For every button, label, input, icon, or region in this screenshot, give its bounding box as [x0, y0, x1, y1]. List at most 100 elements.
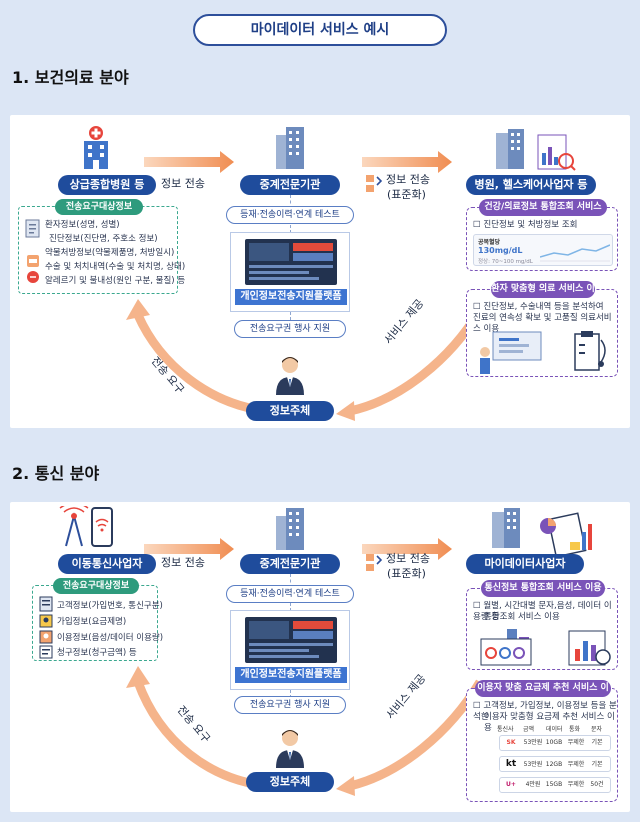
middle-label: 중계전문기관 [240, 175, 340, 195]
service-box-2-title: 환자 맞춤형 의료 서비스 이용 [491, 281, 595, 311]
section2-heading: 2. 통신 분야 [12, 464, 100, 483]
source-label: 이동통신사업자 [58, 554, 156, 574]
list-item: 진단정보(진단명, 주호소 정보) [49, 234, 158, 244]
service-box-2: 환자 맞춤형 의료 서비스 이용 ☐ 진단정보, 수술내역 등을 분석하여 진료… [466, 281, 618, 377]
card-range: 정상: 70~100 mg/dL [478, 259, 533, 265]
building-icon [272, 506, 308, 550]
target-label: 병원, 헬스케어사업자 등 [466, 175, 596, 195]
subject-label: 정보주체 [246, 401, 334, 421]
middle-label: 중계전문기관 [240, 554, 340, 574]
health-card: 공복혈당 130mg/dL 정상: 70~100 mg/dL [473, 234, 613, 266]
checkbox-item-line2: 통합조회 서비스 이용 [484, 612, 560, 622]
checkbox-item: ☐ 고객정보, 가입정보, 이용정보 등을 분석한 [473, 701, 617, 722]
mobile-signal-icon [58, 502, 116, 550]
service-box-1: 건강/의료정보 통합조회 서비스 이용 ☐ 진단정보 및 처방정보 조회 공복혈… [466, 199, 618, 271]
checkbox-item-line2: 이용자 맞춤형 요금제 추천 서비스 이용 [484, 712, 615, 733]
hospital-icon [78, 125, 114, 169]
card-value: 130mg/dL [478, 246, 523, 255]
list-item: 수술 및 처치내역(수술 및 처치명, 상태) [45, 262, 186, 272]
bill-icon [39, 644, 53, 659]
arrow-target-to-subject [348, 679, 484, 791]
document-icon [25, 219, 41, 239]
list-item: 알레르기 및 불내성(원인 구분, 물질) 등 [45, 276, 186, 286]
platform-box: 개인정보전송지원플랫폼 [230, 232, 350, 312]
list-item: 약물처방정보(약물제품명, 처방일시) [45, 248, 175, 258]
connector-line [290, 312, 291, 320]
id-card-icon [39, 596, 53, 612]
dashboard-icon [477, 627, 557, 667]
request-target-info-title: 전송요구대상정보 [53, 578, 139, 594]
arrow-source-to-middle [144, 151, 234, 173]
send-label: 정보 전송 [161, 177, 205, 190]
person-icon [274, 728, 306, 768]
checkbox-item: ☐ 월별, 시간대별 문자,음성, 데이터 이용량 등 [473, 601, 612, 622]
trend-chart-icon [540, 244, 610, 262]
subscription-icon [39, 613, 53, 628]
send-label: 정보 전송 [161, 556, 205, 569]
plan-brand: U+ [506, 781, 516, 788]
transfer-icon [365, 173, 383, 195]
request-target-info-box: 전송요구대상정보 고객정보(가입번호, 통신구분) 가입정보(요금제명) 이용정… [32, 578, 163, 661]
plan-brand: SK [506, 739, 516, 746]
section1-heading: 1. 보건의료 분야 [12, 68, 129, 87]
plan-call: 무제한 [567, 761, 585, 768]
standard-send-label: 정보 전송 [386, 552, 430, 565]
plan-price: 53만원 [523, 761, 543, 768]
plan-data: 12GB [545, 761, 563, 768]
connector-line [290, 690, 291, 698]
building-icon [494, 129, 528, 169]
registration-label: 등재·전송이력·연계 테스트 [226, 585, 354, 603]
clipboard-stethoscope-icon [571, 330, 611, 374]
plan-sms: 기본 [591, 739, 603, 746]
list-item: 가입정보(요금제명) [57, 617, 127, 627]
service-box-2-title: 이용자 맞춤 요금제 추천 서비스 이용 [475, 680, 611, 710]
checkbox-item: ☐ 진단정보, 수술내역 등을 분석하여 [473, 302, 604, 312]
standard-send-sublabel: (표준화) [387, 188, 426, 201]
plan-call: 무제한 [567, 739, 585, 746]
presentation-icon [477, 330, 557, 374]
standard-send-label: 정보 전송 [386, 173, 430, 186]
service-box-1-title: 통신정보 통합조회 서비스 이용 [481, 580, 605, 597]
plan-sms: 50건 [590, 781, 604, 788]
building-icon [272, 125, 308, 169]
target-label: 마이데이터사업자 [466, 554, 584, 574]
service-box-1: 통신정보 통합조회 서비스 이용 ☐ 월별, 시간대별 문자,음성, 데이터 이… [466, 580, 618, 670]
plan-price: 53만원 [523, 739, 543, 746]
data-report-icon [538, 512, 596, 558]
request-target-info-title: 전송요구대상정보 [55, 199, 143, 215]
connector-line [290, 574, 291, 588]
connector-line [290, 225, 291, 233]
card-title: 공복혈당 [478, 239, 501, 246]
plan-header-cell: 통화 [569, 726, 581, 733]
person-icon [274, 355, 306, 395]
section2-panel: 이동통신사업자 정보 전송 전송요구대상정보 고객정보(가입번호, 통신구분) … [10, 502, 630, 812]
list-item: 환자정보(성명, 성별) [45, 220, 120, 230]
connector-line [290, 195, 291, 209]
rights-label: 전송요구권 행사 지원 [234, 320, 346, 338]
registration-label: 등재·전송이력·연계 테스트 [226, 206, 354, 224]
platform-label: 개인정보전송지원플랫폼 [235, 667, 347, 683]
platform-box: 개인정보전송지원플랫폼 [230, 610, 350, 690]
usage-icon [39, 629, 53, 644]
building-icon [490, 508, 524, 548]
page-title: 마이데이터 서비스 예시 [193, 14, 447, 46]
checkbox-item-line2: 진료의 연속성 확보 및 고품질 의료서비스 이용 [473, 313, 612, 334]
plan-brand: kt [505, 759, 517, 769]
connector-line [290, 603, 291, 611]
monitor-icon [245, 239, 337, 285]
plan-header-cell: 문자 [591, 726, 603, 733]
arrow-middle-to-target [362, 151, 452, 173]
subject-label: 정보주체 [246, 772, 334, 792]
request-target-info-box: 전송요구대상정보 환자정보(성명, 성별) 진단정보(진단명, 주호소 정보) … [18, 199, 185, 294]
plan-header-cell: 금액 [523, 726, 535, 733]
transfer-icon [365, 552, 383, 574]
plan-header-cell: 통신사 [497, 726, 514, 733]
service-box-2: 이용자 맞춤 요금제 추천 서비스 이용 ☐ 고객정보, 가입정보, 이용정보 … [466, 680, 618, 802]
analytics-document-icon [536, 133, 576, 173]
source-label: 상급종합병원 등 [58, 175, 156, 195]
arrow-target-to-subject [349, 307, 484, 416]
